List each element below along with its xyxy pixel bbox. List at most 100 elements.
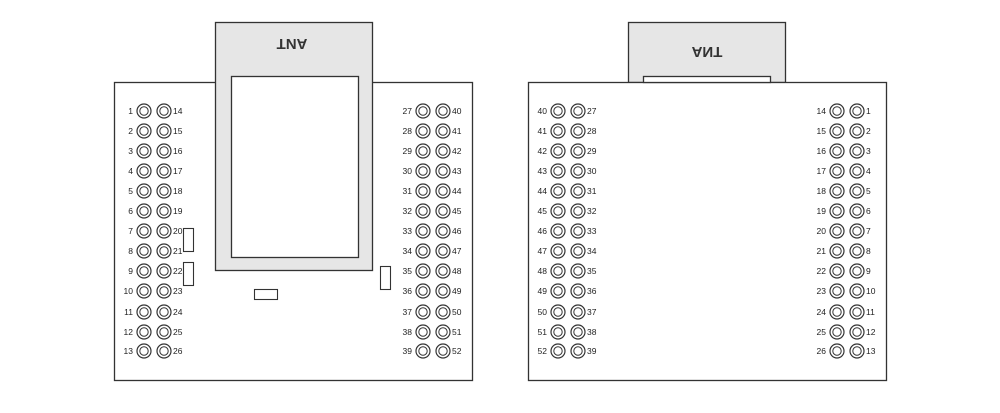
pin-number-label: 33	[587, 226, 597, 236]
pin-number-label: 38	[403, 327, 413, 337]
pin-number-label: 52	[538, 346, 548, 356]
pin-pad-hole	[418, 206, 428, 216]
pin-pad-hole	[159, 146, 169, 156]
pin-pad-hole	[553, 186, 563, 196]
pin-pad-hole	[553, 206, 563, 216]
pin-pad-hole	[852, 286, 862, 296]
pin-pad-hole	[418, 106, 428, 116]
pin-pad-hole	[139, 307, 149, 317]
pin-number-label: 32	[587, 206, 597, 216]
pin-number-label: 22	[817, 266, 827, 276]
pin-pad-hole	[139, 166, 149, 176]
pin-pad-hole	[852, 346, 862, 356]
pin-number-label: 3	[128, 146, 133, 156]
pin-pad-hole	[553, 106, 563, 116]
pin-pad-hole	[418, 307, 428, 317]
pin-number-label: 33	[403, 226, 413, 236]
pin-number-label: 37	[403, 307, 413, 317]
pin-number-label: 29	[403, 146, 413, 156]
pin-pad-hole	[438, 307, 448, 317]
pin-number-label: 23	[817, 286, 827, 296]
pin-number-label: 10	[124, 286, 134, 296]
pin-number-label: 22	[173, 266, 183, 276]
back-board-outline	[527, 81, 888, 382]
pin-number-label: 31	[587, 186, 597, 196]
pin-number-label: 19	[173, 206, 183, 216]
pin-number-label: 17	[817, 166, 827, 176]
pin-number-label: 10	[866, 286, 876, 296]
pin-number-label: 15	[817, 126, 827, 136]
front-antenna-label: ANT	[277, 35, 308, 52]
pin-pad-hole	[852, 146, 862, 156]
pin-pad-hole	[832, 206, 842, 216]
pin-number-label: 5	[128, 186, 133, 196]
pin-pad-hole	[832, 346, 842, 356]
pin-number-label: 15	[173, 126, 183, 136]
pin-pad-hole	[418, 286, 428, 296]
pin-number-label: 30	[403, 166, 413, 176]
pin-number-label: 51	[538, 327, 548, 337]
pin-number-label: 47	[538, 246, 548, 256]
pin-pad-hole	[418, 226, 428, 236]
pin-pad-hole	[159, 106, 169, 116]
pin-pad-hole	[573, 266, 583, 276]
pin-number-label: 28	[403, 126, 413, 136]
pin-number-label: 24	[173, 307, 183, 317]
pin-pad-hole	[438, 226, 448, 236]
pin-pad-hole	[832, 307, 842, 317]
pin-number-label: 32	[403, 206, 413, 216]
pin-pad-hole	[159, 126, 169, 136]
pin-pad-hole	[139, 266, 149, 276]
pin-pad-hole	[139, 327, 149, 337]
pin-pad-hole	[553, 226, 563, 236]
back-module-edge	[642, 75, 772, 84]
pin-number-label: 50	[452, 307, 462, 317]
pin-pad-hole	[832, 126, 842, 136]
pin-pad-hole	[553, 266, 563, 276]
pin-pad-hole	[553, 346, 563, 356]
pin-pad-hole	[573, 206, 583, 216]
pin-pad-hole	[139, 346, 149, 356]
pin-number-label: 47	[452, 246, 462, 256]
pin-pad-hole	[832, 106, 842, 116]
pin-pad-hole	[852, 126, 862, 136]
pin-pad-hole	[832, 286, 842, 296]
pin-pad-hole	[139, 186, 149, 196]
pin-pad-hole	[573, 186, 583, 196]
pin-number-label: 20	[173, 226, 183, 236]
pin-pad-hole	[852, 186, 862, 196]
pin-pad-hole	[438, 266, 448, 276]
pin-number-label: 2	[128, 126, 133, 136]
pin-number-label: 48	[452, 266, 462, 276]
pin-number-label: 42	[538, 146, 548, 156]
pin-pad-hole	[139, 106, 149, 116]
pin-number-label: 9	[866, 266, 871, 276]
pin-pad-hole	[553, 166, 563, 176]
pin-number-label: 23	[173, 286, 183, 296]
pin-number-label: 27	[403, 106, 413, 116]
pin-pad-hole	[438, 286, 448, 296]
pin-pad-hole	[573, 286, 583, 296]
pin-pad-hole	[573, 327, 583, 337]
pin-pad-hole	[553, 307, 563, 317]
pin-pad-hole	[852, 327, 862, 337]
pin-number-label: 26	[817, 346, 827, 356]
pin-pad-hole	[418, 327, 428, 337]
pin-number-label: 50	[538, 307, 548, 317]
pin-pad-hole	[159, 186, 169, 196]
pin-number-label: 24	[817, 307, 827, 317]
pin-number-label: 1	[866, 106, 871, 116]
pin-number-label: 46	[538, 226, 548, 236]
pin-number-label: 37	[587, 307, 597, 317]
pin-number-label: 39	[403, 346, 413, 356]
pin-pad-hole	[573, 346, 583, 356]
pin-number-label: 7	[866, 226, 871, 236]
pin-pad-hole	[418, 146, 428, 156]
pin-number-label: 2	[866, 126, 871, 136]
pin-number-label: 44	[452, 186, 462, 196]
pin-pad-hole	[852, 246, 862, 256]
pin-pad-hole	[418, 166, 428, 176]
pin-number-label: 38	[587, 327, 597, 337]
pin-pad-hole	[852, 166, 862, 176]
